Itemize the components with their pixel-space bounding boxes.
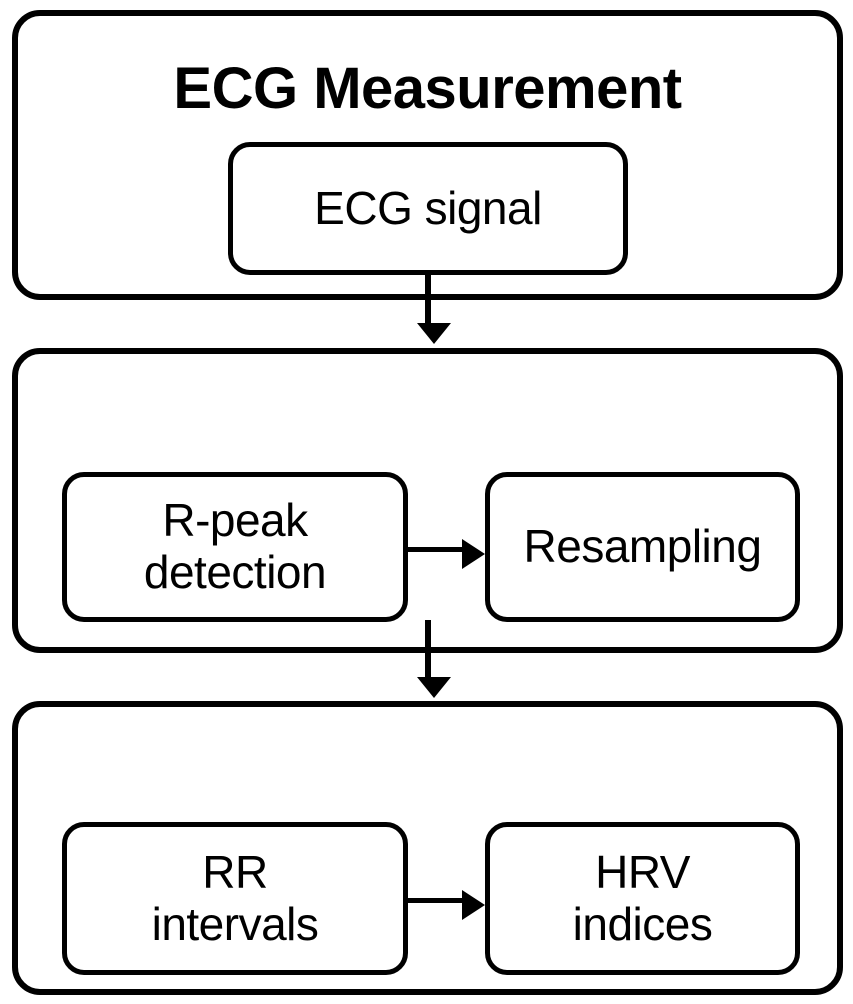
node-r-peak-detection: R-peak detection: [62, 472, 408, 622]
node-label-hrv-indices: HRV indices: [567, 845, 719, 950]
node-label-ecg-signal: ECG signal: [314, 181, 542, 234]
node-label-line-1: HRV: [595, 845, 690, 898]
node-label-line-2: detection: [143, 546, 327, 598]
node-resampling: Resampling: [485, 472, 800, 622]
node-label-line-1: RR: [202, 845, 268, 898]
node-ecg-signal: ECG signal: [228, 142, 628, 275]
node-label-line-2: indices: [572, 897, 713, 950]
arrow-right-rr-to-hrv: [408, 890, 485, 920]
node-label-rr-intervals: RR intervals: [146, 845, 325, 950]
node-label-resampling: Resampling: [523, 520, 762, 573]
node-hrv-indices: HRV indices: [485, 822, 800, 975]
node-label-r-peak-detection: R-peak detection: [138, 495, 332, 598]
node-label-line-2: intervals: [151, 897, 319, 950]
arrow-down-ecg-to-preprocessing: [417, 272, 451, 344]
arrow-right-rpeak-to-resampling: [408, 539, 485, 569]
arrow-down-preprocessing-to-index-calculation: [417, 620, 451, 698]
stage-title-ecg-measurement: ECG Measurement: [173, 56, 682, 121]
node-label-line-1: R-peak: [162, 494, 308, 547]
node-rr-intervals: RR intervals: [62, 822, 408, 975]
